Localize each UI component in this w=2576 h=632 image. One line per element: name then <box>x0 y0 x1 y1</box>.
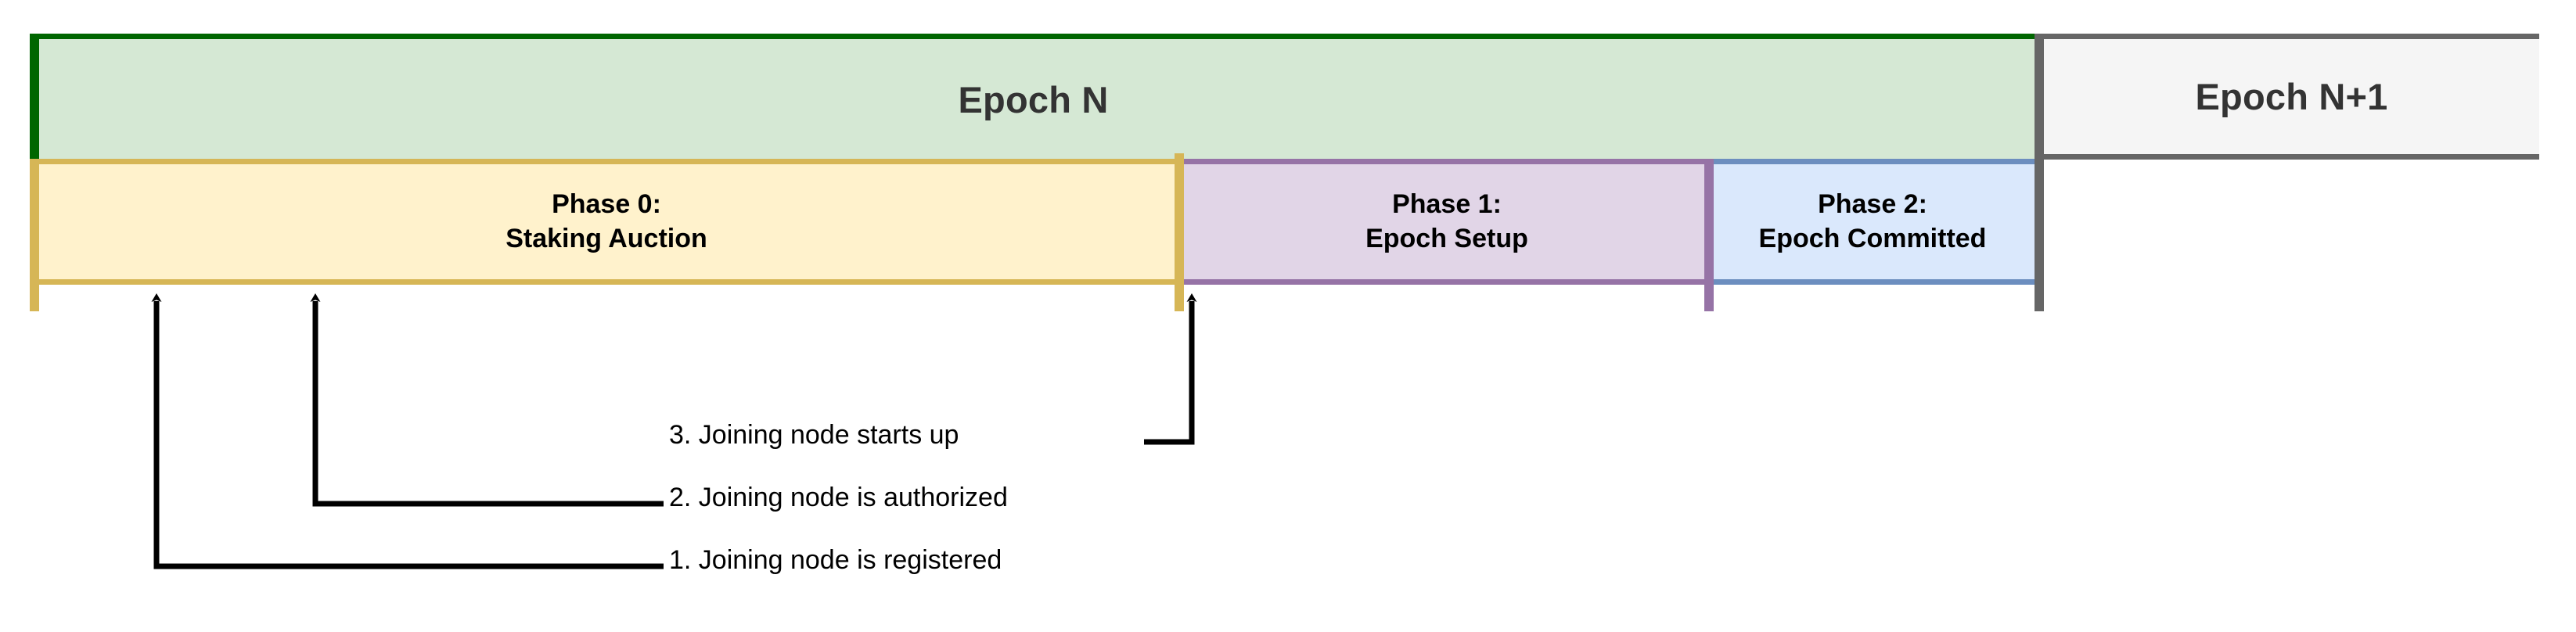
epoch-n-label: Epoch N <box>958 78 1109 120</box>
epoch-end-marker-icon <box>2035 34 2044 311</box>
callout-label-joining-node-is-registered: 1. Joining node is registered <box>669 545 1002 575</box>
epoch-n-box: Epoch N <box>30 34 2037 160</box>
phase-2-name: Epoch Committed <box>1758 223 1987 253</box>
callout-label-joining-node-starts-up: 3. Joining node starts up <box>669 420 959 450</box>
phase-2-heading: Phase 2: <box>1818 189 1927 219</box>
phase-1-end-marker-icon <box>1704 159 1714 311</box>
phase-0-end-marker-icon <box>1175 153 1184 311</box>
callout-connector-1 <box>151 293 664 569</box>
phase-0-heading: Phase 0: <box>552 189 661 219</box>
phase-1-box: Phase 1: Epoch Setup <box>1183 159 1711 285</box>
phase-0-name: Staking Auction <box>505 223 707 253</box>
callout-connector-3 <box>1144 293 1197 445</box>
phase-0-start-marker-icon <box>30 159 39 311</box>
phase-1-heading: Phase 1: <box>1392 189 1502 219</box>
phase-2-box: Phase 2: Epoch Committed <box>1711 159 2035 285</box>
phase-1-name: Epoch Setup <box>1365 223 1528 253</box>
phase-0-box: Phase 0: Staking Auction <box>30 159 1183 285</box>
epoch-start-marker-icon <box>30 34 39 160</box>
epoch-n-plus-1-label: Epoch N+1 <box>2195 76 2388 117</box>
epoch-n-plus-1-box: Epoch N+1 <box>2044 34 2539 160</box>
callout-connector-2 <box>310 293 664 507</box>
callout-label-joining-node-is-authorized: 2. Joining node is authorized <box>669 483 1008 512</box>
